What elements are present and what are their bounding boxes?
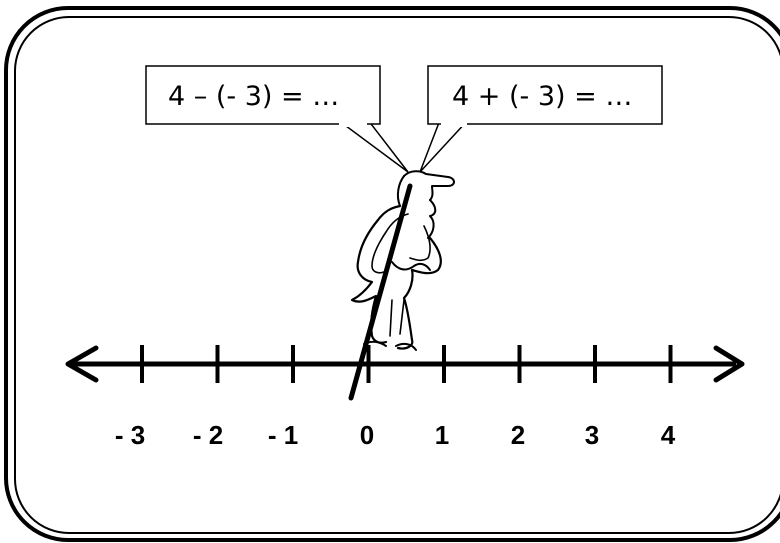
- right-arrowhead: [713, 345, 745, 383]
- tick-label: - 2: [193, 420, 223, 450]
- left-arrowhead: [65, 345, 99, 383]
- tick-label: - 1: [268, 420, 298, 450]
- tick-label: 4: [661, 420, 676, 450]
- left-speech-bubble: 4 – (- 3) = …: [145, 65, 381, 127]
- right-speech-bubble: 4 + (- 3) = …: [427, 65, 663, 127]
- left-equation: 4 – (- 3) = …: [168, 81, 339, 112]
- number-line-labels: - 3 - 2 - 1 0 1 2 3 4: [115, 420, 676, 450]
- tick-label: 2: [511, 420, 525, 450]
- tick-label: 3: [585, 420, 599, 450]
- frame-outer: [4, 6, 780, 542]
- tick-label: 1: [435, 420, 449, 450]
- tick-label: 0: [360, 420, 374, 450]
- left-bubble-box: [145, 65, 381, 125]
- number-line-ticks: [140, 345, 673, 383]
- character-hat: [403, 170, 455, 201]
- number-line: - 3 - 2 - 1 0 1 2 3 4: [65, 345, 745, 450]
- right-bubble-pointer: [419, 119, 470, 173]
- character-feet: [363, 340, 417, 351]
- frame: [4, 6, 780, 542]
- left-bubble-pointer: [335, 119, 409, 173]
- right-equation: 4 + (- 3) = …: [452, 81, 632, 112]
- character-body-inner: [371, 213, 431, 337]
- character-face: [396, 175, 437, 239]
- right-bubble-box: [427, 65, 663, 125]
- character-arm: [391, 261, 431, 271]
- speech-pointers: [335, 119, 470, 173]
- tick-label: - 3: [115, 420, 145, 450]
- frame-inner: [14, 16, 780, 534]
